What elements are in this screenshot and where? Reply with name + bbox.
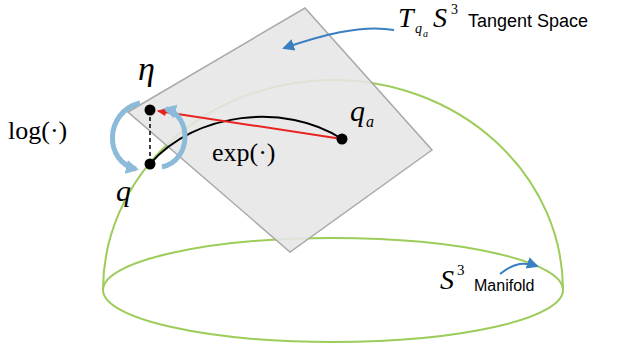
manifold-base	[103, 238, 563, 342]
projection-line	[149, 110, 151, 164]
region-label: Tangent Space	[468, 12, 588, 30]
point-label: q	[350, 96, 365, 126]
callout-arrow	[500, 264, 537, 274]
superscript: 3	[457, 263, 465, 278]
subscript: q	[415, 22, 422, 36]
math-symbol: T	[398, 4, 414, 32]
exp-map-arrow	[162, 109, 185, 167]
math-symbol: S	[440, 266, 454, 294]
superscript: 3	[451, 3, 458, 17]
math-symbol: S	[433, 4, 447, 32]
map-label: exp(·)	[212, 140, 276, 166]
eta-point	[145, 105, 156, 116]
subscript: a	[366, 114, 374, 130]
log-map-arrow	[112, 103, 140, 169]
tangent-plane	[128, 8, 432, 252]
region-label: Manifold	[474, 278, 534, 294]
point-label: η	[138, 52, 155, 86]
subscript: a	[423, 29, 428, 39]
callout-arrow	[284, 28, 394, 48]
point-label: q	[116, 176, 131, 206]
q-point	[145, 159, 156, 170]
qa-point	[337, 134, 348, 145]
map-label: log(·)	[8, 118, 67, 144]
